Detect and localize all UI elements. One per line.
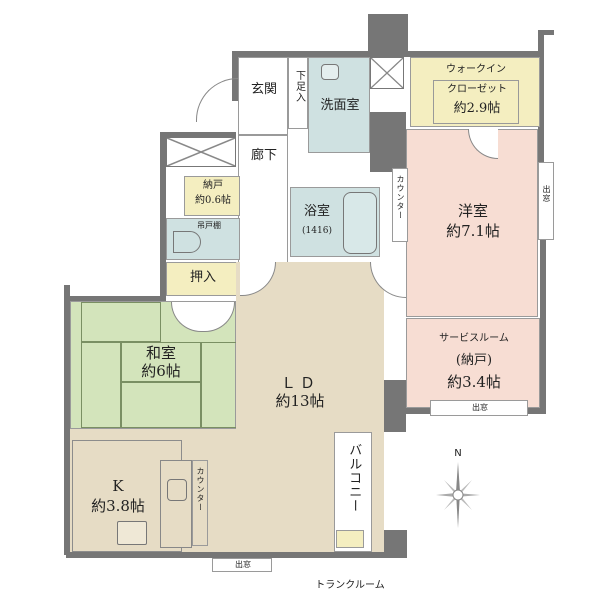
ld-area: 約13帖 (275, 392, 325, 410)
storeroom-label: 納戸 (203, 180, 223, 191)
western-window-label: 出窓 (542, 185, 551, 203)
stove-icon (117, 521, 147, 545)
trunk-room-label: トランクルーム (315, 580, 385, 591)
service-room-label: サービスルーム (439, 333, 509, 344)
washroom: 洗面室 (308, 57, 370, 153)
tatami-mat (121, 382, 201, 428)
wic-label-line2: クローゼット (447, 84, 507, 95)
kitchen-counter: カウンター (192, 460, 208, 546)
exterior-wall-left-entry (232, 51, 238, 101)
compass-rose: N (436, 448, 480, 528)
pipe-shaft-top (370, 57, 404, 89)
trunk-room (336, 530, 364, 548)
exterior-wall-top (232, 51, 410, 57)
service-room: サービスルーム (納戸) 約3.4帖 (406, 318, 540, 408)
kitchen-area: 約3.8帖 (91, 497, 145, 515)
toilet-icon (173, 231, 201, 253)
exterior-wall-left-main (64, 285, 70, 555)
exterior-wall-right-stub (538, 30, 554, 35)
closet-sliding-door-right[interactable] (203, 302, 235, 332)
kitchen-label: K (112, 477, 124, 495)
structural-column-mid-right (384, 380, 406, 432)
bathroom-label: 浴室 (303, 204, 330, 219)
wall-column-bath (370, 112, 406, 172)
tatami-mat (121, 342, 201, 382)
entrance-door[interactable] (196, 78, 238, 122)
service-room-area: 約3.4帖 (447, 373, 501, 391)
bathtub-icon (343, 192, 377, 254)
washroom-label: 洗面室 (320, 98, 360, 113)
entrance-label: 玄関 (250, 82, 277, 97)
western-room-counter: カウンター (392, 168, 408, 242)
storeroom: 納戸 約0.6帖 (184, 176, 240, 216)
japanese-room-area: 約6帖 (141, 362, 181, 380)
wic-label-line1: ウォークイン (446, 64, 506, 75)
sink-icon (167, 479, 187, 501)
entrance: 玄関 (238, 57, 288, 135)
closet-sliding-door-left[interactable] (171, 302, 203, 332)
toilet: 吊戸棚 (166, 218, 240, 260)
exterior-wall-right-mid (540, 240, 546, 410)
western-room-area: 約7.1帖 (446, 222, 500, 240)
wic-inner-box: クローゼット 約2.9帖 (433, 80, 519, 124)
western-room: 洋室 約7.1帖 (406, 129, 538, 317)
western-counter-label: カウンター (396, 175, 405, 220)
kitchen-sink-counter (160, 460, 192, 548)
bathroom: 浴室 (1416) (290, 187, 380, 257)
walk-in-closet: ウォークイン クローゼット 約2.9帖 (410, 57, 540, 127)
closet: 押入 (166, 262, 238, 296)
exterior-wall-bottom (66, 552, 366, 558)
bathroom-size: (1416) (302, 226, 332, 236)
shoe-storage-label: 下足入 (293, 70, 305, 103)
washbasin-icon (321, 64, 339, 80)
tatami-mat (81, 342, 121, 428)
hanging-cabinet-label: 吊戸棚 (197, 221, 221, 230)
exterior-wall-left-storage (160, 132, 166, 302)
exterior-wall-right-upper (538, 30, 544, 162)
balcony: バルコニー (334, 432, 372, 552)
service-room-bay-window: 出窓 (430, 400, 528, 416)
storeroom-area: 約0.6帖 (195, 195, 231, 206)
exterior-wall-japanese-top (64, 296, 166, 301)
service-window-label: 出窓 (472, 403, 488, 412)
pipe-shaft-left (166, 137, 236, 167)
north-label: N (454, 448, 462, 459)
tatami-mat (81, 302, 161, 342)
japanese-room: 和室 約6帖 (70, 301, 237, 429)
western-room-bay-window: 出窓 (538, 162, 554, 240)
corridor-label: 廊下 (250, 148, 277, 163)
japanese-room-label: 和室 (145, 344, 176, 362)
compass-star-icon (436, 462, 480, 528)
kitchen-counter-label: カウンター (196, 467, 205, 512)
tatami-mat (201, 342, 237, 428)
wic-area: 約2.9帖 (453, 101, 501, 116)
ld-label: ＬＤ (280, 374, 319, 392)
exterior-wall-top-right (404, 51, 544, 57)
living-dining-right-extension (330, 262, 384, 426)
western-room-label: 洋室 (457, 202, 488, 220)
structural-column-top (368, 14, 408, 57)
balcony-label: バルコニー (346, 443, 362, 513)
kitchen-window-label: 出窓 (235, 560, 251, 569)
service-room-sub: (納戸) (455, 353, 493, 368)
closet-label: 押入 (189, 270, 216, 285)
exterior-wall-storage-top (160, 132, 236, 137)
shoe-storage: 下足入 (288, 57, 308, 129)
kitchen-bay-window: 出窓 (212, 558, 272, 572)
